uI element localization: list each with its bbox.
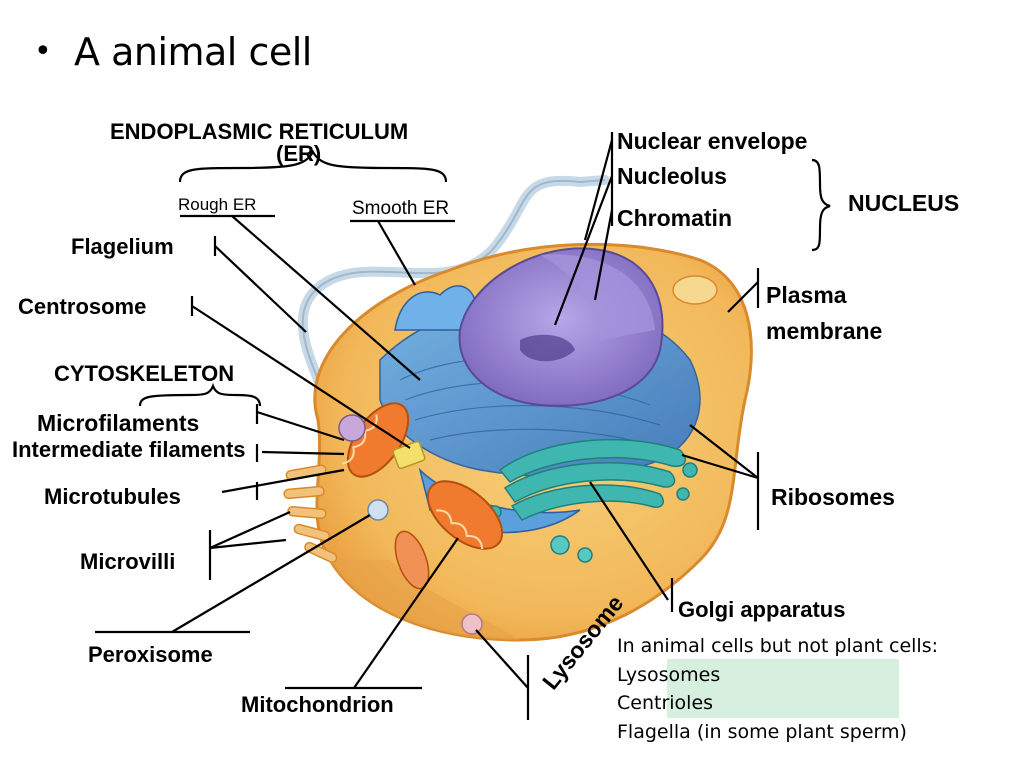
label-chromatin: Chromatin <box>617 205 732 231</box>
slide-title: • A animal cell <box>34 30 312 74</box>
mitochondria-shape <box>341 402 504 590</box>
peroxisome-shape <box>367 499 389 521</box>
label-microvilli: Microvilli <box>80 549 176 574</box>
label-intermediate-filaments: Intermediate filaments <box>12 437 246 462</box>
note-heading: In animal cells but not plant cells: <box>617 635 939 657</box>
label-plasma-membrane-line1: Plasma <box>766 282 847 308</box>
label-plasma-membrane-line2: membrane <box>766 318 883 344</box>
microvilli-shape <box>283 464 338 563</box>
note-item-centrioles: Centrioles <box>617 692 714 714</box>
leader-lines <box>95 132 831 720</box>
label-mitochondrion: Mitochondrion <box>241 692 394 717</box>
label-nucleolus: Nucleolus <box>617 163 727 189</box>
slide-title-text: A animal cell <box>74 30 312 74</box>
label-endoplasmic-reticulum: ENDOPLASMIC RETICULUM <box>110 119 409 144</box>
animal-only-note: In animal cells but not plant cells: Lys… <box>617 632 938 746</box>
nucleus-shape <box>458 247 664 407</box>
label-flagellum: Flagelium <box>71 234 174 259</box>
label-smooth-er: Smooth ER <box>352 198 450 219</box>
label-microfilaments: Microfilaments <box>37 410 200 436</box>
label-nuclear-envelope: Nuclear envelope <box>617 128 808 154</box>
label-rough-er: Rough ER <box>178 195 257 214</box>
label-cytoskeleton: CYTOSKELETON <box>54 361 235 386</box>
label-er-abbreviation: (ER) <box>276 141 322 166</box>
label-nucleus: NUCLEUS <box>848 190 960 216</box>
label-ribosomes: Ribosomes <box>771 484 895 510</box>
label-centrosome: Centrosome <box>18 294 147 319</box>
lysosome-shape <box>338 414 366 442</box>
label-microtubules: Microtubules <box>44 484 181 509</box>
label-golgi-apparatus: Golgi apparatus <box>678 597 846 622</box>
label-peroxisome: Peroxisome <box>88 642 213 667</box>
note-item-flagella: Flagella (in some plant sperm) <box>617 720 907 743</box>
note-item-lysosomes: Lysosomes <box>617 663 721 686</box>
bullet-icon: • <box>34 34 52 69</box>
